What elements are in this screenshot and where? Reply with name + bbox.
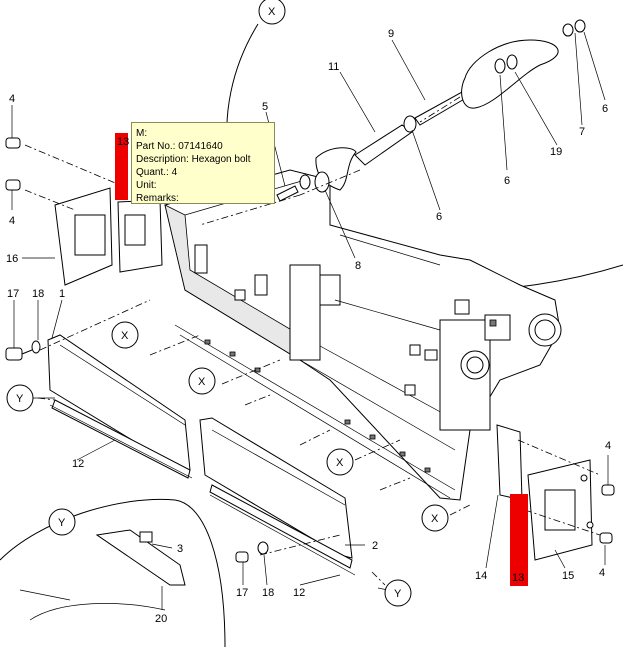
marker-text: X (336, 457, 344, 469)
part-label[interactable]: 6 (436, 211, 442, 223)
part-label[interactable]: 4 (9, 93, 15, 105)
part-label[interactable]: 17 (7, 288, 19, 300)
view-marker-x-3[interactable] (326, 448, 354, 476)
view-marker-y-2[interactable] (384, 579, 412, 607)
left-bracket (54, 187, 163, 286)
tooltip-description: Description: Hexagon bolt (136, 154, 251, 165)
fasteners (5, 137, 615, 563)
part-label[interactable]: 6 (504, 175, 510, 187)
part-label[interactable]: 5 (262, 101, 268, 113)
part-label[interactable]: 9 (388, 28, 394, 40)
view-marker-x-top[interactable] (258, 0, 286, 25)
tooltip-unit: Unit: (136, 180, 157, 191)
view-marker-y-1[interactable] (6, 384, 34, 412)
detail-circle-y (0, 498, 226, 648)
cover-panel-2 (199, 417, 356, 576)
part-info-tooltip: M: Part No.: 07141640 Description: Hexag… (131, 122, 275, 204)
part-label[interactable]: 15 (562, 570, 574, 582)
part-label[interactable]: 6 (602, 103, 608, 115)
part-label[interactable]: 4 (9, 215, 15, 227)
part-label[interactable]: 4 (599, 567, 605, 579)
part-label[interactable]: 12 (293, 587, 305, 599)
hotspot-label-left: 13 (117, 136, 129, 148)
marker-text: X (431, 513, 439, 525)
cover-panel-1 (47, 334, 193, 479)
tooltip-line-m: M: (136, 128, 148, 139)
marker-text: Y (58, 517, 66, 529)
part-label[interactable]: 11 (328, 61, 339, 73)
tooltip-part-no: Part No.: 07141640 (136, 141, 223, 152)
assembly-lines (24, 96, 601, 586)
view-marker-x-2[interactable] (188, 367, 216, 395)
rail-slots (174, 324, 456, 499)
leader-lines (11, 31, 609, 610)
marker-text: Y (394, 588, 402, 600)
marker-text: X (198, 376, 206, 388)
part-label[interactable]: 20 (155, 613, 167, 625)
marker-text: X (121, 330, 129, 342)
clip-part-20 (19, 529, 186, 621)
part-label[interactable]: 3 (177, 543, 183, 555)
marker-text: Y (16, 393, 24, 405)
marker-text: X (268, 6, 276, 18)
part-label[interactable]: 7 (579, 126, 585, 138)
part-label[interactable]: 17 (236, 587, 248, 599)
part-label[interactable]: 8 (355, 260, 361, 272)
part-label[interactable]: 16 (6, 253, 18, 265)
view-marker-y-detail[interactable] (48, 508, 76, 536)
hotspot-part-13-right[interactable] (510, 494, 528, 586)
main-frame (164, 169, 562, 501)
part-label[interactable]: 18 (32, 288, 44, 300)
part-label[interactable]: 18 (262, 587, 274, 599)
part-label[interactable]: 1 (59, 288, 65, 300)
part-labels: 4 4 16 17 18 1 5 11 9 6 6 6 7 19 8 12 2 … (6, 28, 611, 625)
hotspot-part-13-left[interactable] (115, 133, 128, 200)
hotspot-label-right: 13 (512, 572, 524, 584)
part-label[interactable]: 12 (72, 458, 84, 470)
part-label[interactable]: 2 (372, 540, 378, 552)
view-marker-x-4[interactable] (421, 504, 449, 532)
part-label[interactable]: 4 (605, 440, 611, 452)
shaft-assembly (276, 19, 586, 202)
part-label[interactable]: 19 (550, 146, 562, 158)
part-label[interactable]: 14 (475, 570, 487, 582)
right-bracket (496, 424, 594, 561)
view-marker-x-1[interactable] (111, 321, 139, 349)
tooltip-quantity: Quant.: 4 (136, 167, 178, 178)
tooltip-remarks: Remarks: (136, 193, 179, 204)
